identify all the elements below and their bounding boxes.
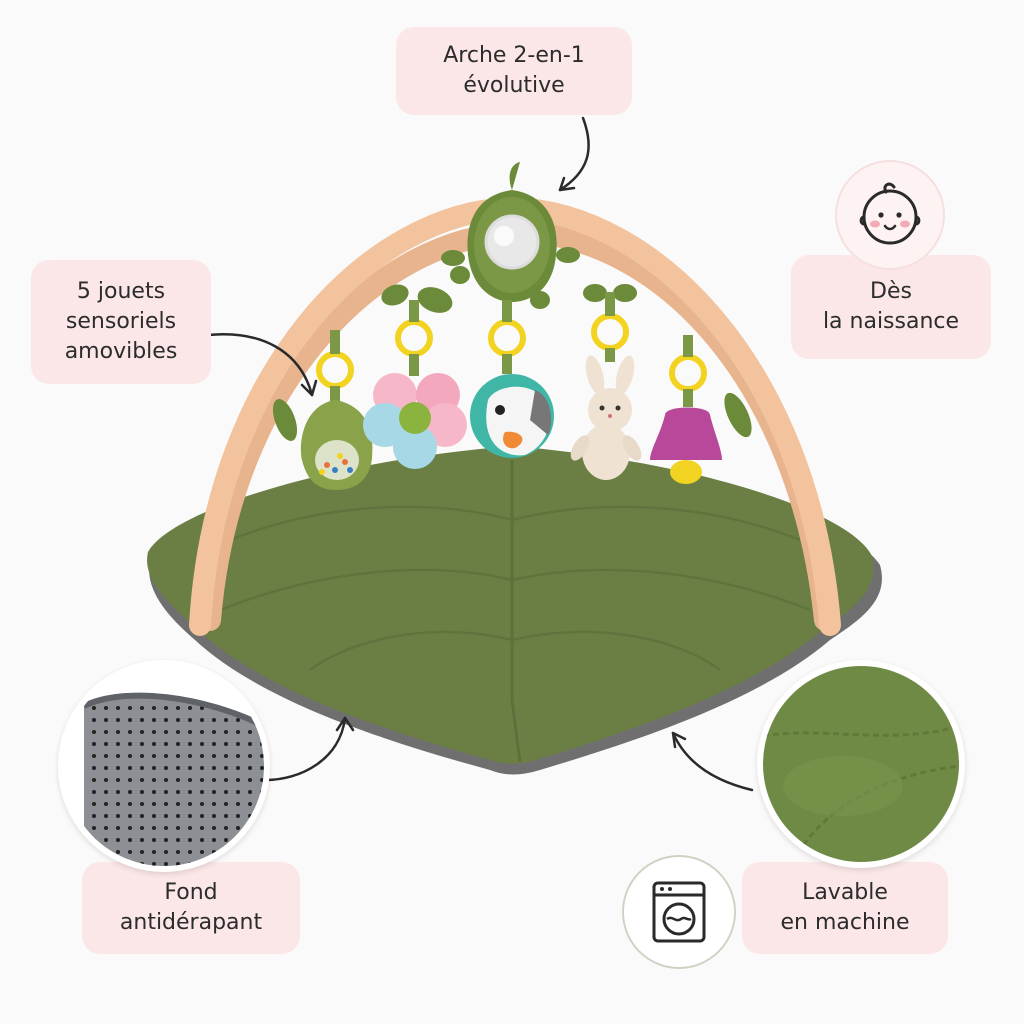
label-washable-line1: Lavable — [802, 880, 888, 905]
label-non-slip-line2: antidérapant — [119, 910, 263, 935]
non-slip-detail-photo — [58, 660, 270, 872]
straps — [330, 292, 693, 357]
flower-toy — [363, 354, 467, 469]
label-washable: Lavable en machine — [742, 862, 948, 954]
fabric-detail-photo — [757, 660, 965, 868]
label-toys: 5 jouets sensoriels amovibles — [31, 260, 211, 384]
label-toys-line2: sensoriels — [65, 309, 177, 334]
arch-leaves — [272, 247, 752, 441]
label-birth-line1: Dès — [870, 279, 912, 304]
label-toys-line1: 5 jouets — [76, 279, 166, 304]
label-birth-line2: la naissance — [822, 309, 960, 334]
leaf-midrib — [510, 460, 522, 763]
rattle-toy — [300, 386, 373, 490]
label-birth: Dès la naissance — [791, 255, 991, 359]
bird-ball-toy — [470, 354, 554, 458]
label-non-slip-line1: Fond — [164, 880, 218, 905]
bunny-toy — [570, 348, 642, 480]
baby-face-icon-badge — [835, 160, 945, 270]
mirror-toy — [467, 162, 557, 302]
leaf-veins — [219, 505, 811, 672]
label-washable-line2: en machine — [780, 910, 910, 935]
leaf-mat — [147, 446, 874, 764]
washing-machine-icon-badge — [622, 855, 736, 969]
baby-face-icon — [859, 182, 921, 245]
label-arch-line2: évolutive — [463, 73, 565, 98]
bellflower-toy — [650, 389, 722, 484]
washing-machine-icon — [652, 881, 706, 943]
label-arch-line1: Arche 2-en-1 — [443, 43, 585, 68]
label-arch: Arche 2-en-1 évolutive — [396, 27, 632, 115]
label-toys-line3: amovibles — [64, 339, 178, 364]
label-non-slip: Fond antidérapant — [82, 862, 300, 954]
